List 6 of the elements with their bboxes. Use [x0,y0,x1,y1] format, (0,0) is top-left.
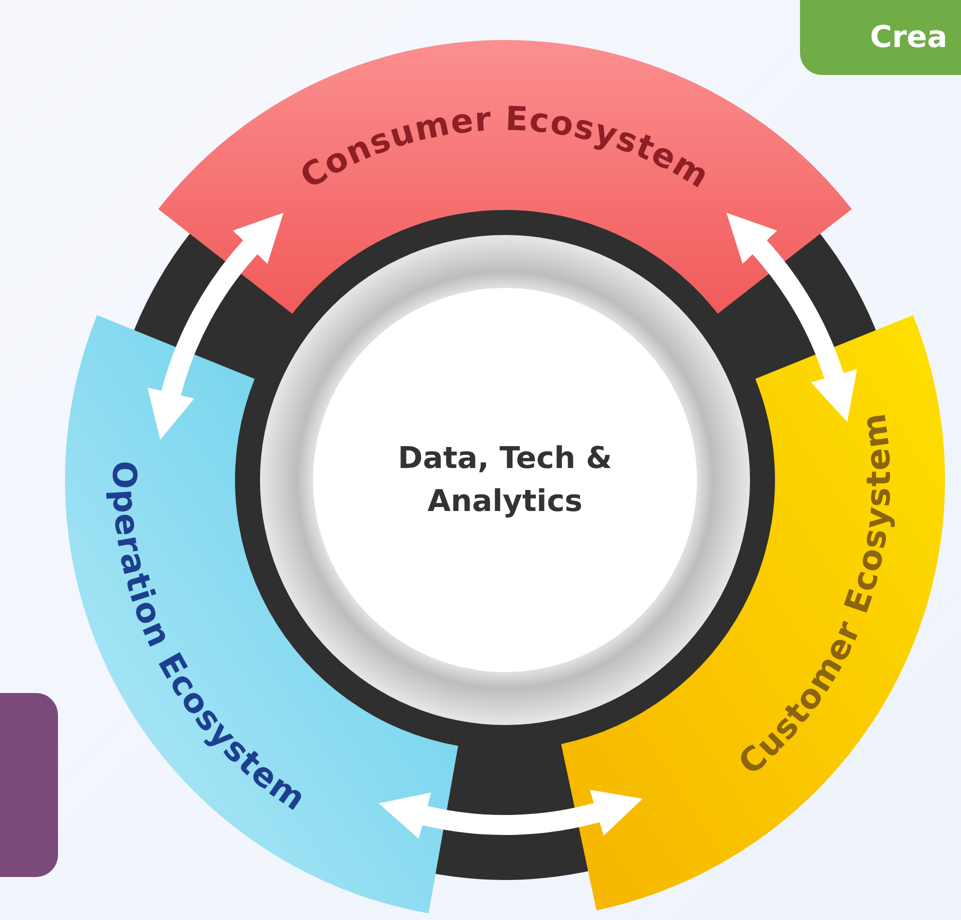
double-arrow [378,788,644,839]
side-panel [0,693,58,877]
hub-label: Data, Tech & Analytics [396,440,614,521]
tab-label: Crea [870,20,948,55]
double-arrow [148,211,282,440]
double-arrow [728,211,856,422]
